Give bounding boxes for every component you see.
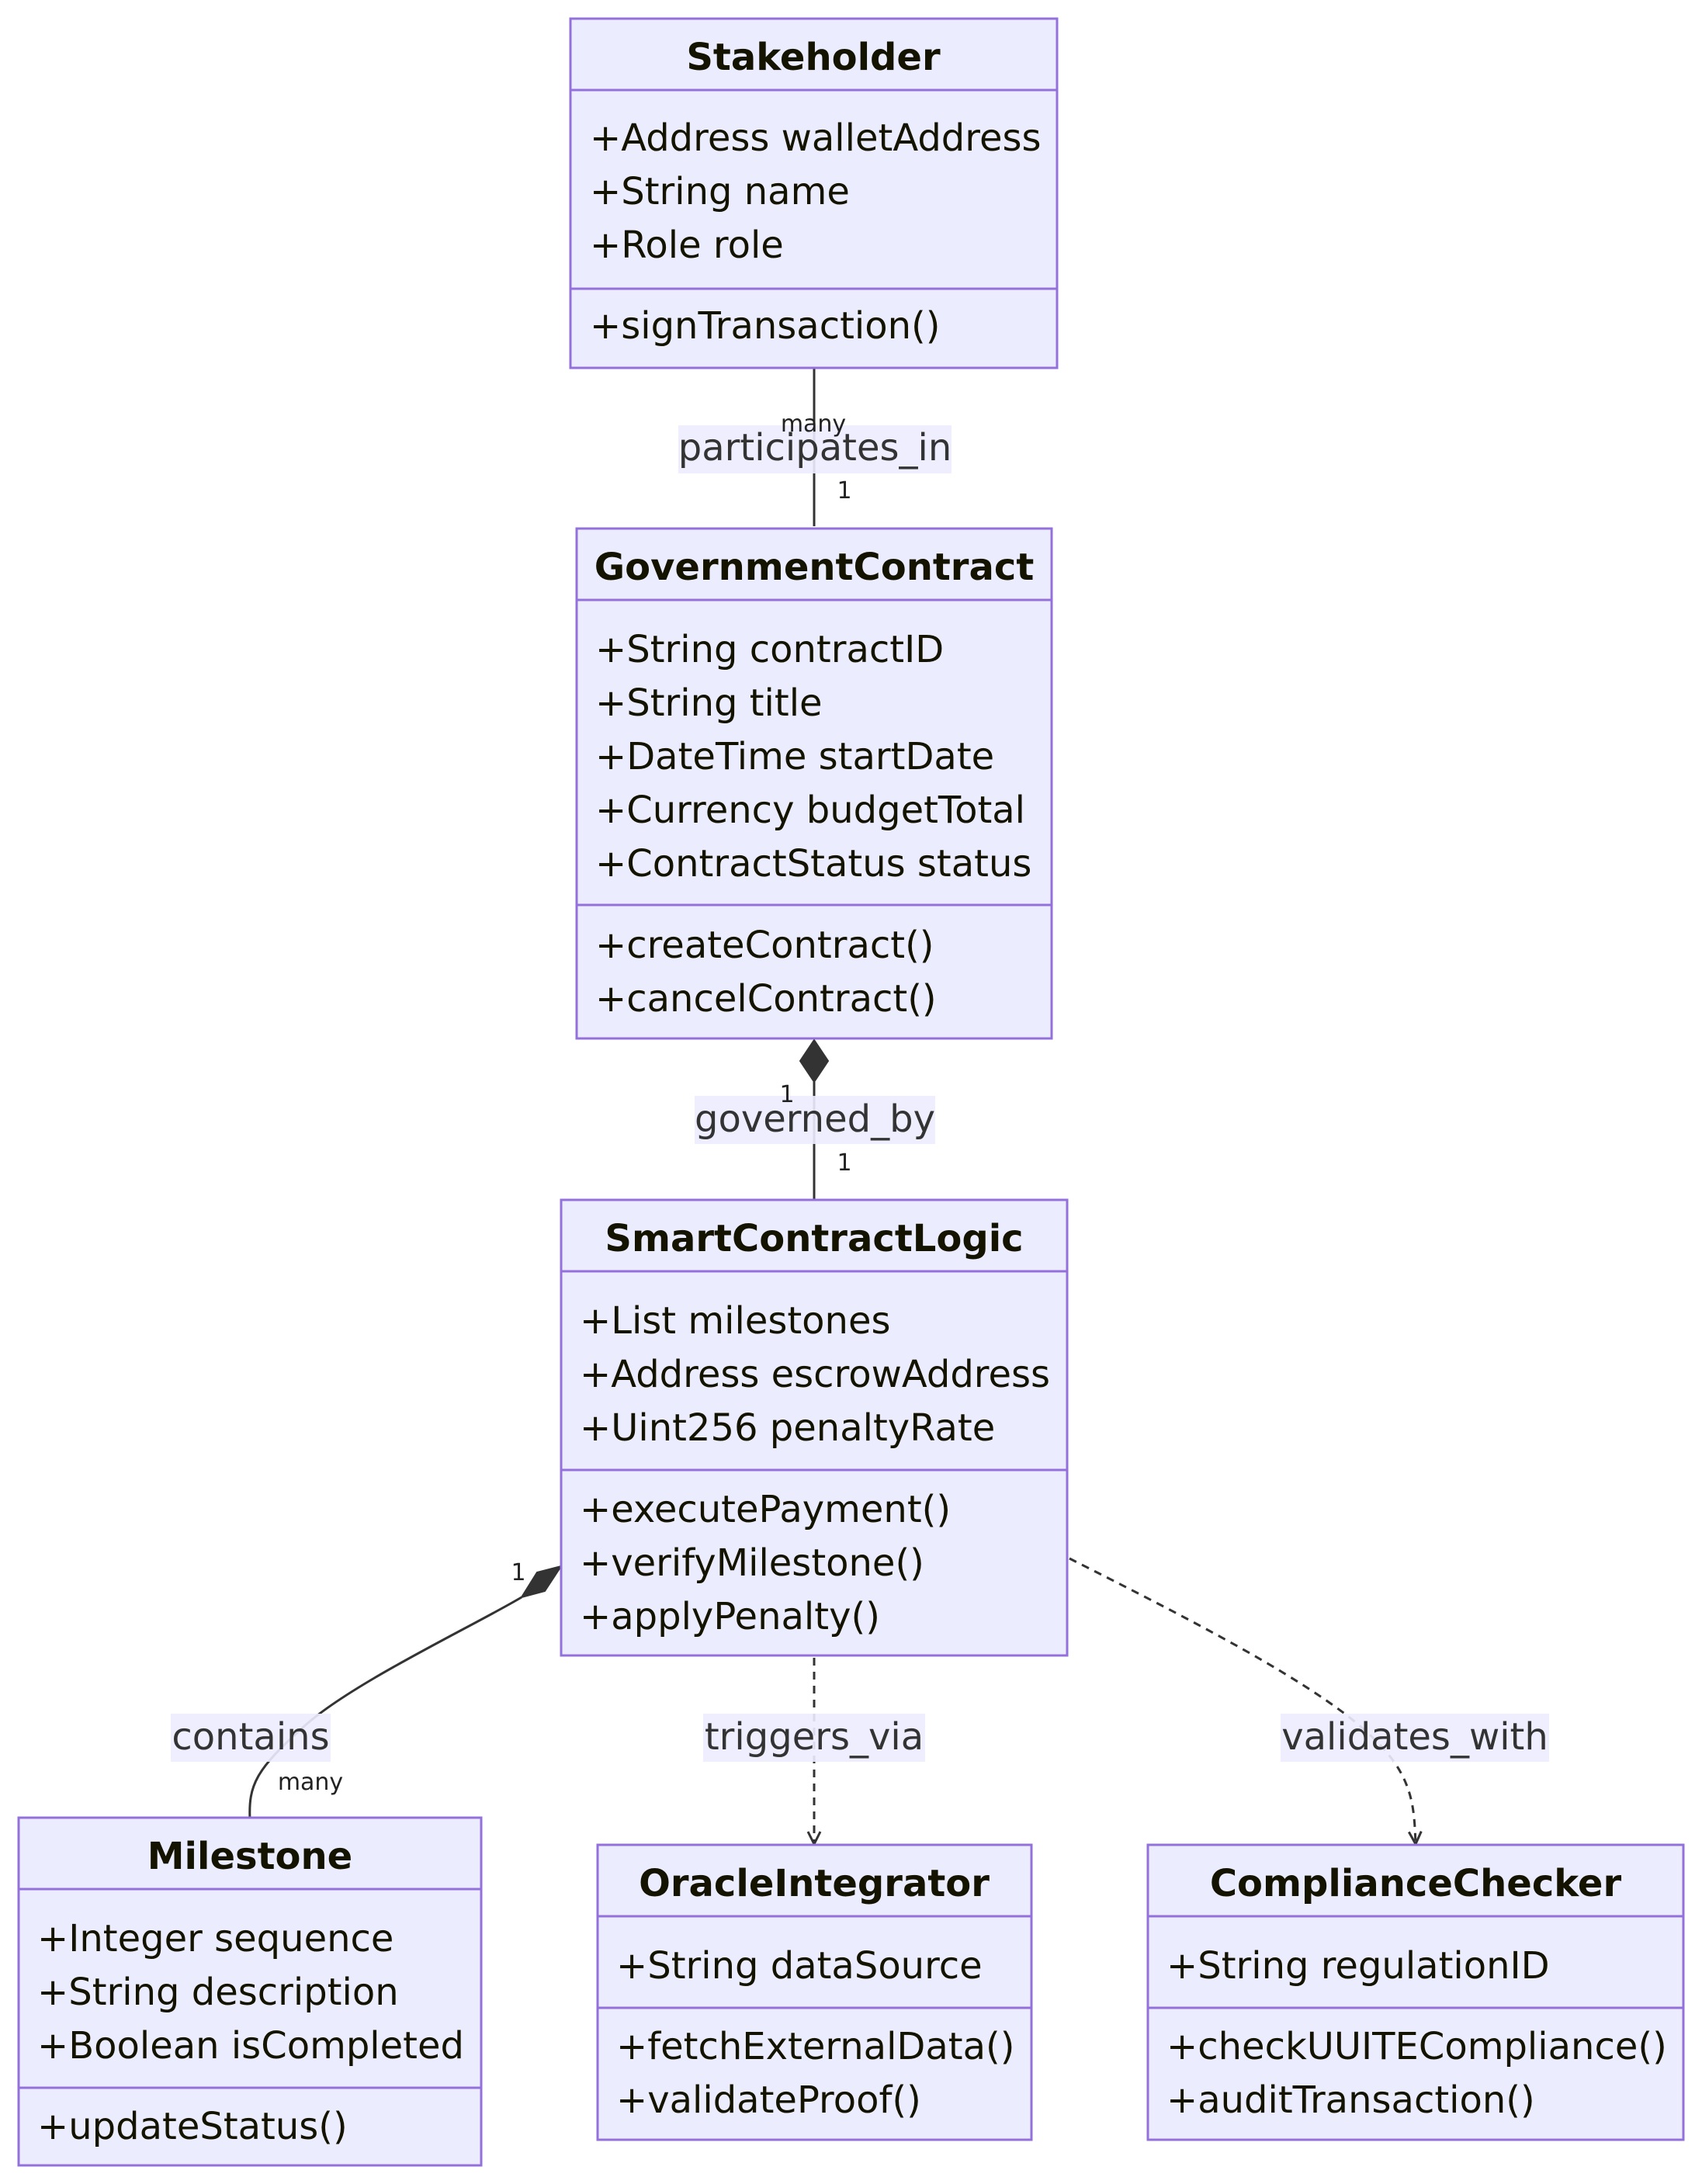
relation-triggers-via: triggers_via xyxy=(703,1658,925,1844)
class-attribute: +Uint256 penaltyRate xyxy=(580,1406,995,1450)
class-method: +fetchExternalData() xyxy=(616,2025,1015,2068)
class-milestone[interactable]: Milestone +Integer sequence +String desc… xyxy=(17,1816,483,2167)
class-method: +applyPenalty() xyxy=(580,1595,880,1638)
multiplicity-contract-end: 1 xyxy=(779,1081,794,1108)
relation-governed-by: governed_by 1 1 xyxy=(695,1038,935,1200)
relation-label-validates-with: validates_with xyxy=(1281,1715,1548,1759)
relation-contains: contains 1 many xyxy=(171,1559,563,1820)
class-method: +updateStatus() xyxy=(37,2105,348,2148)
class-oracle-integrator[interactable]: OracleIntegrator +String dataSource +fet… xyxy=(596,1843,1033,2141)
class-method: +cancelContract() xyxy=(595,977,937,1021)
relation-label-governed-by: governed_by xyxy=(695,1097,935,1141)
class-smart-contract-logic[interactable]: SmartContractLogic +List milestones +Add… xyxy=(560,1198,1069,1657)
relation-validates-with: validates_with xyxy=(1069,1557,1549,1844)
class-method: +auditTransaction() xyxy=(1166,2078,1535,2122)
class-name: Stakeholder xyxy=(686,36,941,79)
class-attribute: +Boolean isCompleted xyxy=(37,2024,464,2068)
class-government-contract[interactable]: GovernmentContract +String contractID +S… xyxy=(575,527,1053,1040)
class-attribute: +String title xyxy=(595,681,823,725)
multiplicity-contract-end: 1 xyxy=(837,477,851,504)
class-attribute: +Address walletAddress xyxy=(590,116,1041,160)
class-attribute: +String contractID xyxy=(595,628,944,671)
relation-label-contains: contains xyxy=(172,1715,329,1759)
class-attribute: +String regulationID xyxy=(1166,1944,1550,1988)
class-attribute: +String description xyxy=(37,1971,399,2014)
multiplicity-milestone-end: many xyxy=(278,1769,343,1796)
class-attribute: +List milestones xyxy=(580,1299,891,1343)
relation-participates-in: participates_in many 1 xyxy=(678,368,952,526)
class-name: OracleIntegrator xyxy=(639,1862,990,1905)
multiplicity-logic-end: 1 xyxy=(837,1149,851,1177)
multiplicity-stakeholder-end: many xyxy=(781,411,846,438)
multiplicity-logic-end: 1 xyxy=(511,1559,525,1586)
class-method: +verifyMilestone() xyxy=(580,1541,924,1585)
composition-diamond-icon xyxy=(799,1038,830,1083)
relation-label-triggers-via: triggers_via xyxy=(705,1715,924,1759)
class-attribute: +ContractStatus status xyxy=(595,842,1031,886)
class-attribute: +DateTime startDate xyxy=(595,735,994,778)
class-stakeholder[interactable]: Stakeholder +Address walletAddress +Stri… xyxy=(569,17,1059,369)
composition-diamond-icon xyxy=(519,1565,563,1599)
class-name: Milestone xyxy=(147,1835,352,1878)
class-method: +createContract() xyxy=(595,924,934,967)
class-attribute: +Address escrowAddress xyxy=(580,1353,1050,1396)
class-attribute: +String dataSource xyxy=(616,1944,983,1988)
class-attribute: +String name xyxy=(590,170,850,213)
class-attribute: +Integer sequence xyxy=(37,1917,393,1960)
relation-label-participates-in: participates_in xyxy=(678,426,952,470)
class-name: GovernmentContract xyxy=(594,546,1035,589)
class-name: SmartContractLogic xyxy=(605,1217,1023,1260)
class-attribute: +Role role xyxy=(590,224,784,267)
class-method: +executePayment() xyxy=(580,1488,951,1531)
class-attribute: +Currency budgetTotal xyxy=(595,789,1025,832)
class-name: ComplianceChecker xyxy=(1210,1862,1622,1905)
class-method: +checkUUITECompliance() xyxy=(1166,2025,1667,2068)
class-method: +signTransaction() xyxy=(590,304,941,348)
class-compliance-checker[interactable]: ComplianceChecker +String regulationID +… xyxy=(1146,1843,1685,2141)
class-method: +validateProof() xyxy=(616,2078,921,2122)
